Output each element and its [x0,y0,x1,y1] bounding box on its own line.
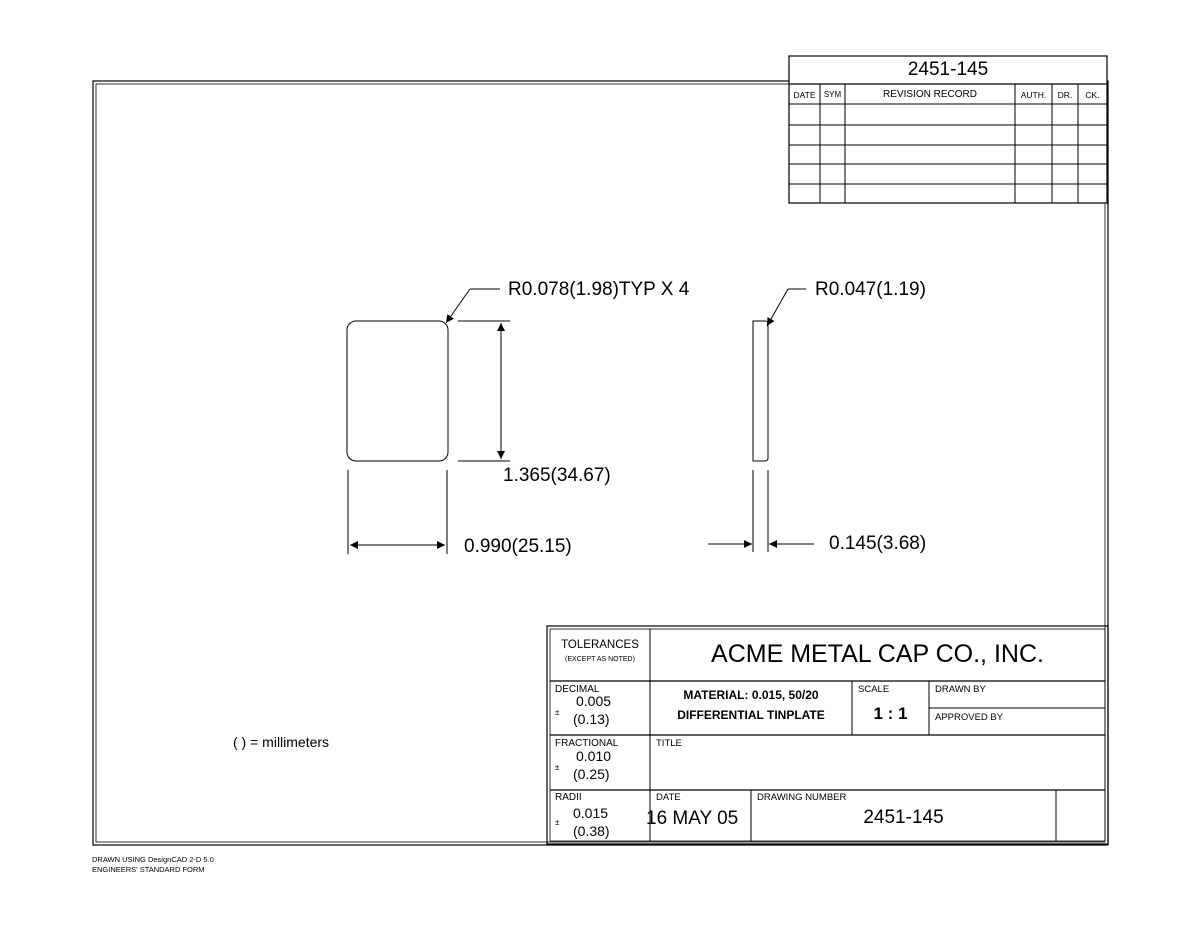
footer-line-2: ENGINEERS' STANDARD FORM [92,865,205,874]
scale-label: SCALE [858,684,890,695]
fractional-label: FRACTIONAL [555,738,619,749]
revision-drawing-number: 2451-145 [907,59,989,80]
rev-header-date: DATE [793,90,816,100]
title-block-grid [546,625,1109,845]
decimal-mm: (0.13) [573,711,610,727]
date-value: 16 MAY 05 [646,808,739,829]
revision-table-grid [788,55,1108,204]
drawing-number-value: 2451-145 [863,807,944,828]
fractional-mm: (0.25) [573,766,610,782]
title-label: TITLE [656,738,682,749]
rev-header-auth: AUTH. [1020,90,1047,100]
decimal-value: 0.005 [576,693,612,709]
tolerances-label: TOLERANCES [561,639,639,651]
decimal-plus-minus: ± [555,708,560,717]
scale-value: 1 : 1 [873,704,908,723]
side-view-outline [752,320,769,462]
front-view-outline [346,320,449,462]
units-note: ( ) = millimeters [233,734,330,750]
fractional-value: 0.010 [576,748,612,764]
height-dimension-label: 1.365(34.67) [503,465,611,486]
fractional-plus-minus: ± [555,763,560,772]
rev-header-dr: DR. [1057,90,1073,100]
radii-mm: (0.38) [573,823,610,839]
date-label: DATE [656,792,681,803]
drawn-by-label: DRAWN BY [935,684,986,695]
rev-header-sym: SYM [823,90,842,99]
radii-label: RADII [555,792,582,803]
decimal-label: DECIMAL [555,684,600,695]
width-dimension-label: 0.990(25.15) [464,536,572,557]
thickness-dimension-label: 0.145(3.68) [829,533,927,554]
corner-radius-side-label: R0.047(1.19) [815,279,926,300]
thickness-dimension [708,470,814,552]
corner-radius-front-label: R0.078(1.98)TYP X 4 [508,279,690,300]
drawing-number-label: DRAWING NUMBER [757,792,847,803]
width-dimension [347,470,448,554]
approved-by-label: APPROVED BY [935,712,1004,723]
footer-line-1: DRAWN USING DesignCAD 2-D 5.0 [92,855,214,864]
rev-header-ck: CK. [1085,90,1100,100]
rev-header-record: REVISION RECORD [883,89,977,100]
radii-plus-minus: ± [555,818,560,827]
material-line-2: DIFFERENTIAL TINPLATE [677,708,825,722]
sheet-border [92,80,1109,846]
tolerances-sublabel: (EXCEPT AS NOTED) [565,656,635,663]
leader-lines [445,288,806,327]
radii-value: 0.015 [573,805,609,821]
company-name: ACME METAL CAP CO., INC. [711,640,1044,668]
height-dimension [458,320,510,462]
material-line-1: MATERIAL: 0.015, 50/20 [683,688,819,702]
